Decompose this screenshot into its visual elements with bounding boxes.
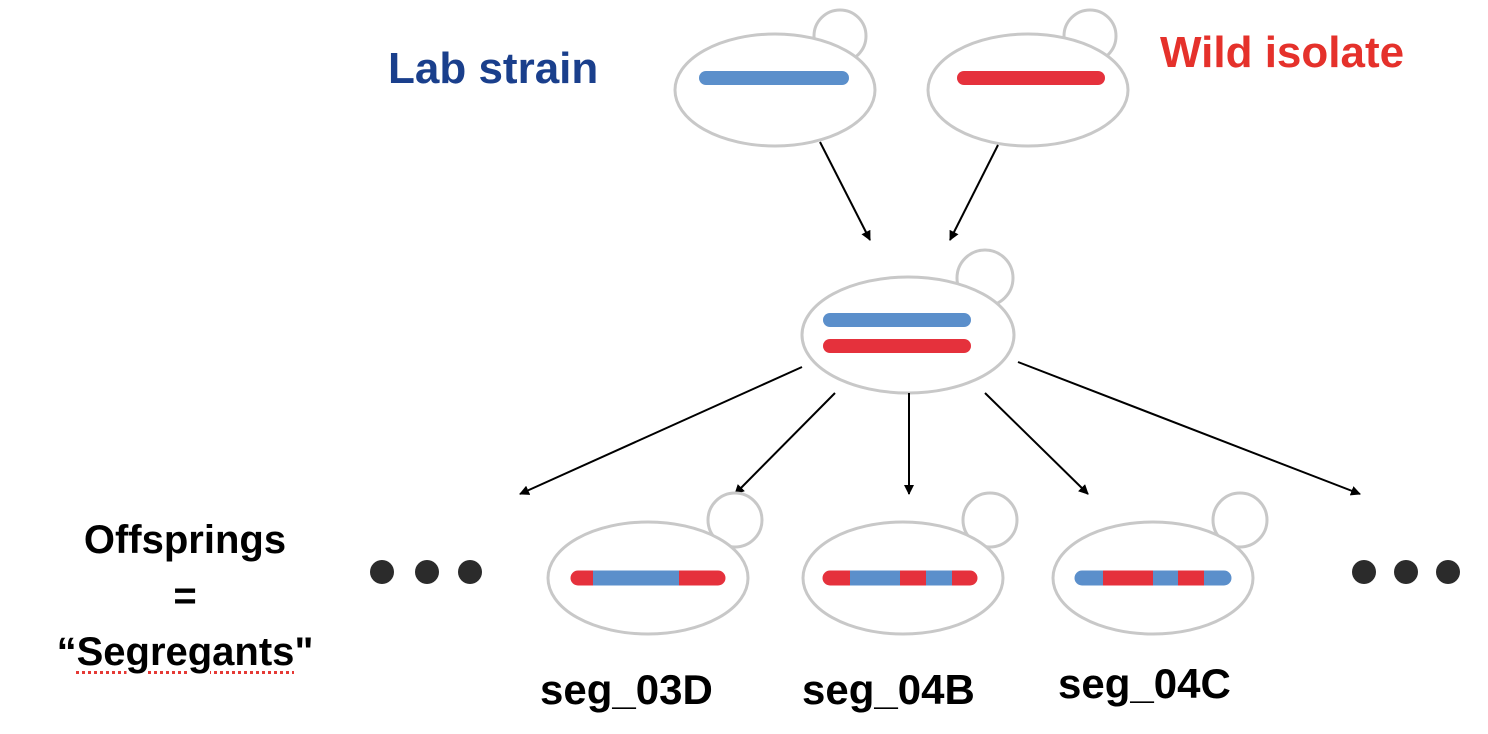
ellipsis-dot bbox=[1352, 560, 1376, 584]
left-ellipsis bbox=[370, 560, 490, 590]
ellipsis-dot bbox=[1394, 560, 1418, 584]
wild-isolate-label: Wild isolate bbox=[1160, 28, 1405, 77]
segregant-chromosome-04B bbox=[822, 570, 978, 586]
segregants-close-quote: " bbox=[294, 630, 314, 674]
segregant-label-04C: seg_04C bbox=[1058, 660, 1231, 707]
ellipsis-dot bbox=[370, 560, 394, 584]
wild-isolate-cell bbox=[926, 8, 1130, 148]
right-ellipsis bbox=[1352, 560, 1472, 590]
ellipsis-dot bbox=[458, 560, 482, 584]
segregant-cell-04B bbox=[801, 491, 1019, 636]
segregant-label-03D: seg_03D bbox=[540, 666, 713, 713]
equals-sign: = bbox=[173, 574, 197, 618]
offsprings-label: Offsprings bbox=[83, 518, 287, 562]
arrow-wild-to-hybrid bbox=[949, 144, 999, 241]
segregants-label: “Segregants" bbox=[20, 624, 350, 680]
segregant-label-04B: seg_04B bbox=[802, 666, 975, 713]
offsprings-label-block: Offsprings = “Segregants" bbox=[20, 512, 350, 680]
arrow-to-seg-03D bbox=[734, 392, 836, 495]
segregant-cell-03D bbox=[546, 491, 764, 636]
arrow-to-right-ellipsis bbox=[1017, 361, 1361, 496]
hybrid-cell bbox=[800, 248, 1016, 395]
segregant-chromosome-04C bbox=[1074, 570, 1232, 586]
arrow-to-seg-04C bbox=[984, 392, 1089, 495]
lab-strain-label: Lab strain bbox=[388, 44, 599, 93]
ellipsis-dot bbox=[1436, 560, 1460, 584]
arrow-to-left-ellipsis bbox=[519, 366, 803, 495]
segregant-cell-04C bbox=[1051, 491, 1269, 636]
ellipsis-dot bbox=[415, 560, 439, 584]
segregants-word: Segregants bbox=[76, 630, 295, 674]
segregant-chromosome-03D bbox=[570, 570, 726, 586]
lab-strain-cell bbox=[673, 8, 877, 148]
segregants-open-quote: “ bbox=[56, 630, 77, 674]
arrow-lab-to-hybrid bbox=[819, 141, 871, 241]
